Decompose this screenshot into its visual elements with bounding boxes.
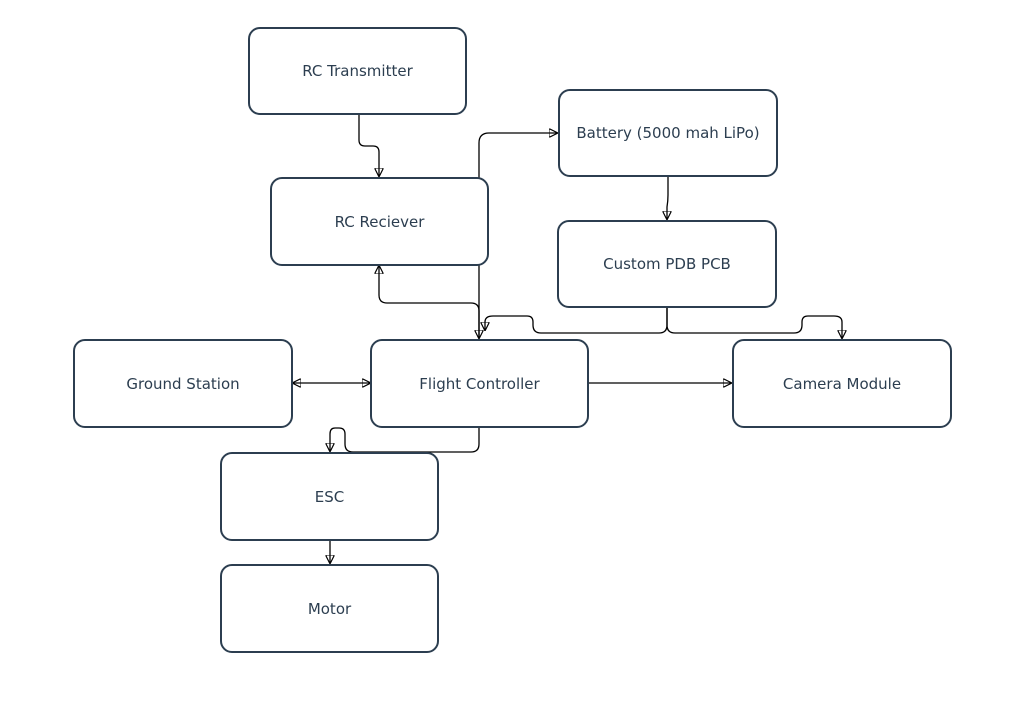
esc-label: ESC (314, 487, 345, 506)
connector-receiver-controller (379, 266, 479, 338)
rc-transmitter-node: RC Transmitter (248, 27, 467, 115)
connector-controller-to-esc (330, 427, 480, 453)
flight-controller-node: Flight Controller (370, 339, 589, 428)
connector-pdb-to-camera (666, 308, 842, 338)
rc-receiver-node: RC Reciever (270, 177, 489, 266)
battery-node: Battery (5000 mah LiPo) (558, 89, 778, 177)
camera-module-label: Camera Module (782, 374, 902, 393)
connector-controller-to-battery (478, 133, 557, 338)
connector-pdb-to-controller (485, 308, 668, 334)
motor-label: Motor (307, 599, 352, 618)
custom-pdb-node: Custom PDB PCB (557, 220, 777, 308)
ground-station-node: Ground Station (73, 339, 293, 428)
connector-battery-to-pdb (667, 177, 668, 219)
camera-module-node: Camera Module (732, 339, 952, 428)
ground-station-label: Ground Station (126, 374, 240, 393)
rc-transmitter-label: RC Transmitter (302, 62, 413, 80)
rc-receiver-label: RC Reciever (334, 212, 425, 231)
flight-controller-label: Flight Controller (419, 374, 540, 393)
custom-pdb-label: Custom PDB PCB (603, 255, 731, 273)
motor-node: Motor (220, 564, 439, 653)
battery-label: Battery (5000 mah LiPo) (576, 124, 760, 142)
connector-transmitter-to-receiver (358, 115, 379, 176)
esc-node: ESC (220, 452, 439, 541)
